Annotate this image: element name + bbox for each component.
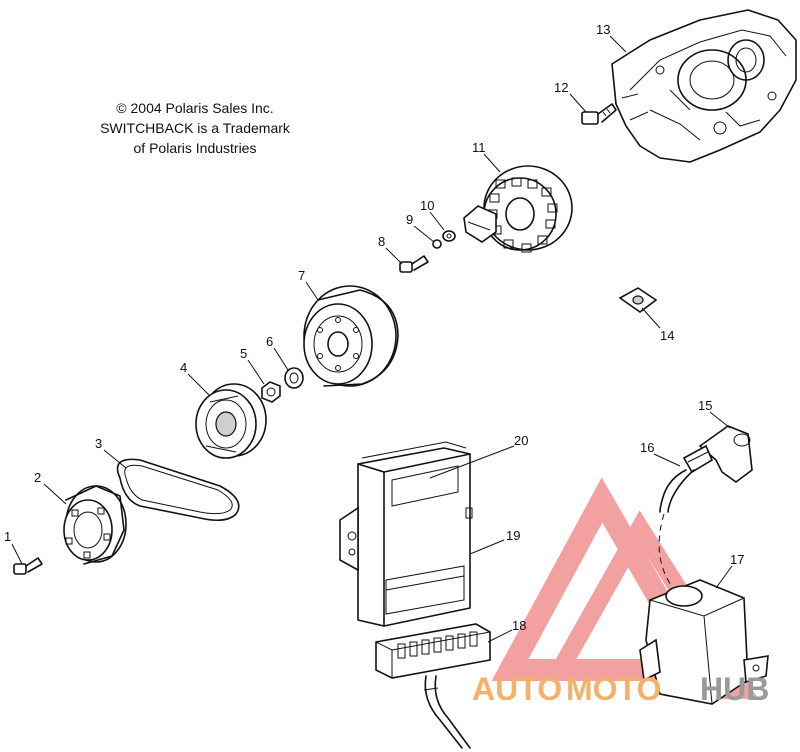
part-9-lock-washer — [432, 239, 442, 249]
trademark-line: SWITCHBACK is a Trademark — [100, 120, 290, 136]
callout-18: 18 — [512, 618, 526, 633]
part-10-washer — [442, 230, 456, 242]
callout-4: 4 — [180, 360, 187, 375]
part-19-cdi-box — [339, 441, 473, 627]
part-20-label — [391, 465, 459, 507]
part-15-plug-cap — [682, 425, 753, 483]
callout-5: 5 — [240, 346, 247, 361]
callout-7: 7 — [298, 268, 305, 283]
callout-14: 14 — [660, 328, 674, 343]
watermark-triangle-outer — [491, 477, 720, 681]
callout-19: 19 — [506, 528, 520, 543]
part-12-bolt — [581, 103, 617, 125]
watermark-text-moto: MOTO — [566, 671, 661, 707]
part-14-clip — [618, 287, 658, 313]
part-3-belt — [116, 458, 240, 522]
callout-leaders — [11, 35, 733, 643]
callout-11: 11 — [472, 140, 486, 155]
part-13-housing — [611, 9, 797, 163]
part-5-nut — [261, 381, 281, 403]
callout-numbers: 1 2 3 4 5 6 7 8 9 10 11 12 13 14 15 16 1… — [4, 22, 744, 633]
part-17-ignition-coil — [639, 579, 769, 705]
part-7-flywheel — [303, 285, 399, 387]
watermark-wordmark: AUTO MOTO HUB — [472, 671, 769, 707]
part-16-wire — [658, 469, 695, 593]
copyright-notice: © 2004 Polaris Sales Inc. SWITCHBACK is … — [60, 98, 330, 158]
part-1-bolt — [13, 557, 43, 575]
callout-20: 20 — [514, 433, 528, 448]
callout-13: 13 — [596, 22, 610, 37]
part-6-washer — [284, 367, 304, 389]
callout-16: 16 — [640, 440, 654, 455]
callout-3: 3 — [95, 436, 102, 451]
callout-10: 10 — [420, 198, 434, 213]
callout-12: 12 — [554, 80, 568, 95]
callout-6: 6 — [266, 334, 273, 349]
callout-17: 17 — [730, 552, 744, 567]
callout-1: 1 — [4, 529, 11, 544]
watermark-text-auto: AUTO — [472, 671, 562, 707]
trademark-owner-line: of Polaris Industries — [133, 140, 257, 156]
callout-9: 9 — [406, 212, 413, 227]
part-18-connector — [375, 623, 491, 749]
callout-2: 2 — [34, 470, 41, 485]
part-2-cup — [63, 485, 127, 565]
part-4-pulley — [195, 383, 267, 459]
part-11-stator — [463, 165, 573, 253]
watermark-text-hub: HUB — [700, 671, 769, 707]
callout-15: 15 — [698, 398, 712, 413]
copyright-line: © 2004 Polaris Sales Inc. — [116, 100, 274, 116]
part-8-screw — [399, 255, 429, 273]
callout-8: 8 — [378, 234, 385, 249]
